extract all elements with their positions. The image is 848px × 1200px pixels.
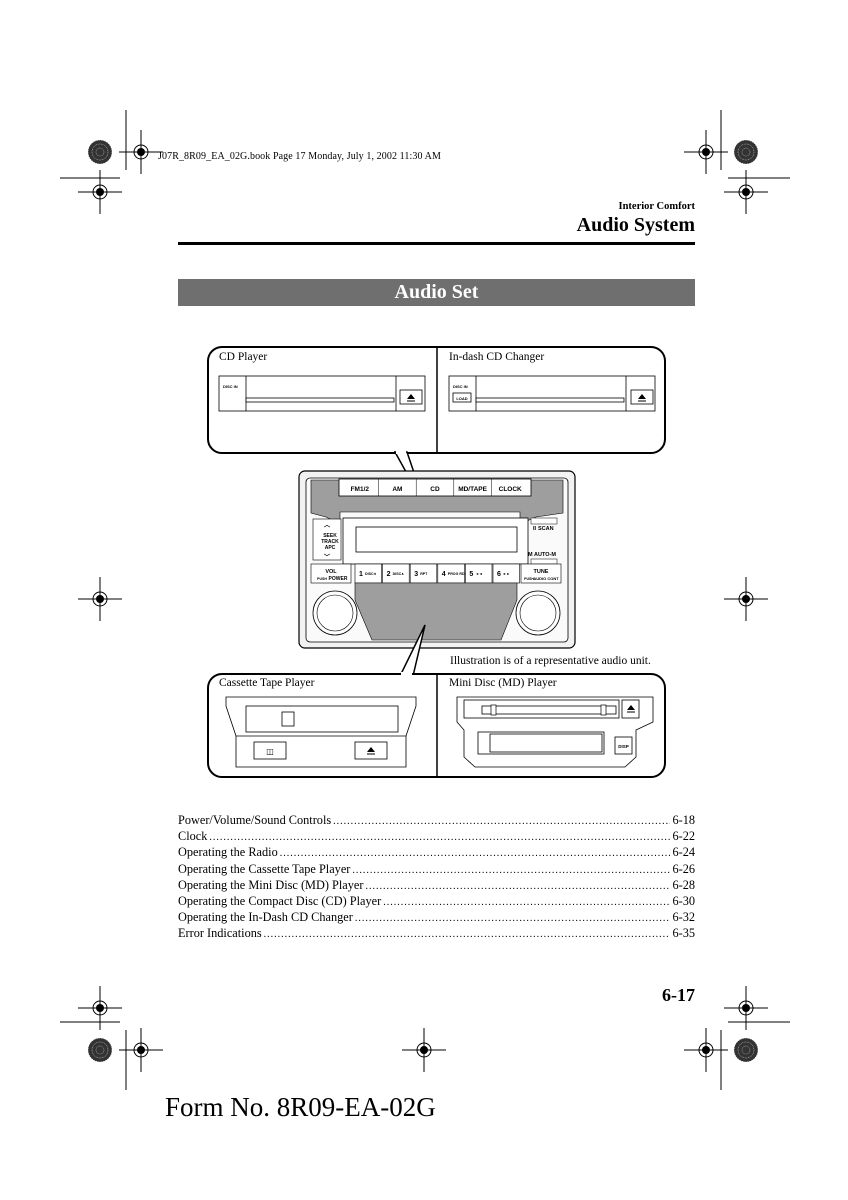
disc-in-label: DISC IN <box>223 384 238 389</box>
toc-leader-dots <box>352 865 670 876</box>
scan-label: SCAN <box>538 526 554 532</box>
changer-disc-in-label: DISC IN <box>453 384 468 389</box>
preset-number: 1 <box>359 571 363 578</box>
toc-leader-dots <box>280 848 671 859</box>
toc-entry-page: 6-24 <box>672 845 695 860</box>
unit-top-button-label: AM <box>392 486 402 493</box>
toc-entry: Operating the Compact Disc (CD) Player 6-… <box>178 894 695 910</box>
cd-player-label: CD Player <box>219 351 268 363</box>
section-banner: Audio Set <box>178 279 695 306</box>
display-window <box>355 526 518 553</box>
toc-entry: Clock 6-22 <box>178 829 695 845</box>
unit-top-button-label: MD/TAPE <box>458 486 487 493</box>
unit-top-button-label: CD <box>430 486 440 493</box>
toc-entry-page: 6-32 <box>672 910 695 925</box>
preset-sub-label: PROG RDM <box>448 572 468 576</box>
svg-text:﹀: ﹀ <box>324 553 330 561</box>
toc-entry-page: 6-30 <box>672 893 695 908</box>
disp-button <box>614 736 633 755</box>
preset-sub-label: ►► <box>503 572 510 576</box>
preset-number: 4 <box>442 571 446 578</box>
preset-sub-label: DISC∧ <box>393 572 405 576</box>
cd-changer-panel <box>448 375 656 412</box>
audio-cont-label: AUDIO CONT <box>533 576 559 581</box>
preset-number: 2 <box>387 571 391 578</box>
load-label: LOAD <box>456 396 467 401</box>
page-title: Audio System <box>576 214 695 236</box>
svg-text:M: M <box>528 552 533 558</box>
cd-changer-slot <box>475 397 625 403</box>
toc-leader-dots <box>383 897 670 908</box>
toc-entry: Operating the Cassette Tape Player 6-26 <box>178 862 695 878</box>
toc-entry-label: Power/Volume/Sound Controls <box>178 813 332 827</box>
push-label-right: PUSH <box>524 577 534 581</box>
toc-entry: Power/Volume/Sound Controls 6-18 <box>178 813 695 829</box>
disp-label: DISP <box>618 744 629 749</box>
toc-leader-dots <box>365 881 670 892</box>
load-button <box>452 392 472 403</box>
push-label: PUSH <box>317 577 327 581</box>
toc-leader-dots <box>209 832 670 843</box>
md-label: Mini Disc (MD) Player <box>449 677 557 689</box>
toc-entry-label: Operating the Mini Disc (MD) Player <box>178 877 364 892</box>
preset-number: 5 <box>469 571 473 578</box>
toc-leader-dots <box>333 816 670 827</box>
toc-entry-label: Operating the Cassette Tape Player <box>178 861 351 876</box>
toc-entry-page: 6-18 <box>672 813 695 827</box>
track-label: TRACK <box>321 539 339 545</box>
form-number: Form No. 8R09-EA-02G <box>165 1092 436 1122</box>
svg-text:︿: ︿ <box>324 523 330 529</box>
seek-label: SEEK <box>323 533 337 539</box>
toc-entry: Operating the Mini Disc (MD) Player 6-28 <box>178 878 695 894</box>
apc-label: APC <box>325 545 336 551</box>
cd-changer-label: In-dash CD Changer <box>449 351 545 363</box>
md-slot <box>481 705 617 715</box>
toc-entry-label: Operating the Radio <box>178 845 278 860</box>
toc-entry: Operating the In-Dash CD Changer 6-32 <box>178 910 695 926</box>
toc-entry-label: Clock <box>178 829 208 844</box>
preset-sub-label: RPT <box>420 572 428 576</box>
figure-caption: Illustration is of a representative audi… <box>450 655 651 667</box>
toc-entry-page: 6-28 <box>672 877 695 892</box>
section-label: Interior Comfort <box>618 201 696 212</box>
heading-rule <box>178 242 695 245</box>
cd-slot <box>245 397 395 403</box>
book-file-line: J07R_8R09_EA_02G.book Page 17 Monday, Ju… <box>158 151 441 162</box>
preset-number: 6 <box>497 571 501 578</box>
cassette-label: Cassette Tape Player <box>219 677 315 689</box>
audio-unit-illustration: DISC IN DISC IN LOAD FM1/2 AM CD MD/TAPE CLO… <box>207 346 666 778</box>
svg-text:◫: ◫ <box>266 747 274 756</box>
page-number: 6-17 <box>662 985 695 1005</box>
svg-text:II: II <box>533 526 537 532</box>
cd-player-panel <box>218 375 426 412</box>
toc-entry-label: Error Indications <box>178 926 262 941</box>
toc-entry: Operating the Radio 6-24 <box>178 845 695 861</box>
preset-sub-label: DISC∨ <box>365 572 377 576</box>
toc-entry-page: 6-35 <box>672 926 695 941</box>
auto-m-label: AUTO-M <box>534 552 556 558</box>
cassette-dolby-button <box>253 741 287 760</box>
toc-entry-label: Operating the Compact Disc (CD) Player <box>178 893 382 908</box>
toc-leader-dots <box>264 929 671 940</box>
vol-label: VOL <box>325 569 337 575</box>
preset-sub-label: ◄◄ <box>475 572 482 576</box>
toc-entry-label: Operating the In-Dash CD Changer <box>178 910 353 925</box>
preset-number: 3 <box>414 571 418 578</box>
unit-top-button-label: FM1/2 <box>351 486 370 493</box>
tune-label: TUNE <box>534 569 549 575</box>
unit-top-button-label: CLOCK <box>499 486 522 493</box>
toc-entry-page: 6-26 <box>672 861 695 876</box>
toc-entry-page: 6-22 <box>672 829 695 844</box>
toc-leader-dots <box>355 913 671 924</box>
power-label: POWER <box>329 576 348 582</box>
toc-entry: Error Indications 6-35 <box>178 926 695 942</box>
